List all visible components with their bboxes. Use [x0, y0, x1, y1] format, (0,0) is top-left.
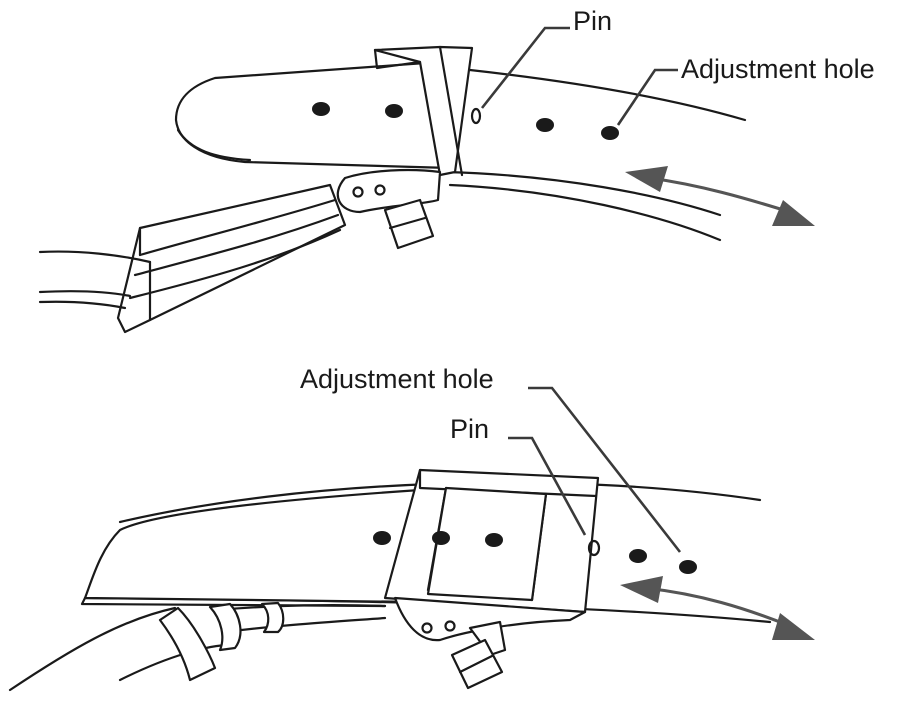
bottom-clasp-rivet-1: [421, 622, 433, 634]
bottom-hole-leader: [528, 386, 682, 553]
bottom-adjust-arrow-line: [644, 586, 791, 628]
top-strap-left-layer-2: [133, 213, 340, 277]
top-clasp-tab-inner: [388, 216, 427, 230]
top-strap-lower-edge: [443, 170, 722, 217]
top-strap-upper-edge: [468, 68, 747, 122]
top-clasp-tab: [383, 198, 435, 250]
bottom-adjustment-hole-label: Adjustment hole: [300, 364, 494, 394]
bottom-lower-loop-2: [208, 602, 242, 652]
top-strap-left-tail-3: [38, 300, 127, 310]
bottom-lower-loop-1: [158, 606, 217, 682]
top-pin-leader: [480, 26, 570, 109]
top-clasp-rivet-1: [352, 186, 364, 198]
bottom-clasp-rivet-2: [444, 620, 456, 632]
top-pin: [470, 107, 482, 125]
top-strap-left-tail-1: [38, 250, 152, 264]
bottom-pin: [587, 539, 601, 557]
top-strap-tongue-inner: [176, 128, 252, 162]
bottom-clasp-tab-inner: [458, 654, 494, 674]
bottom-strap-hole-2: [432, 531, 450, 545]
bottom-adjust-arrow-head-right: [772, 613, 815, 640]
top-adjust-arrow-head-right: [772, 200, 815, 226]
top-strap-hole-3: [536, 118, 554, 132]
top-illustration: Pin Adjustment hole: [38, 6, 875, 334]
bottom-strap-hole-3: [485, 533, 503, 547]
bottom-lower-strap-1: [8, 606, 177, 692]
bottom-lower-loop-3: [260, 601, 285, 634]
top-strap-lower-edge-2: [448, 183, 722, 242]
top-strap-hole-2: [385, 104, 403, 118]
top-adjust-arrow-head-left: [625, 166, 668, 192]
top-strap-left-layer-3: [128, 228, 342, 300]
top-strap-left-bracket: [138, 226, 152, 322]
top-hole-leader: [616, 68, 678, 126]
bottom-strap-hole-1: [373, 531, 391, 545]
bottom-strap-tip: [83, 488, 422, 604]
top-strap-left-tail-2: [38, 290, 132, 298]
top-strap-hole-1: [312, 102, 330, 116]
bottom-strap-hole-4: [629, 549, 647, 563]
top-strap-hole-4: [601, 126, 619, 140]
bottom-adjust-arrow-head-left: [620, 576, 663, 603]
bottom-strap-hole-5: [679, 560, 697, 574]
bottom-lower-strap-3: [213, 603, 387, 612]
top-strap-left-layer-1: [138, 198, 337, 257]
bottom-pin-leader: [508, 436, 587, 536]
top-buckle-frame-bar: [438, 45, 464, 177]
top-adjust-arrow-line: [649, 176, 791, 214]
bottom-pin-label: Pin: [450, 414, 489, 444]
top-clasp-rivet-2: [374, 184, 386, 196]
top-strap-tongue: [174, 60, 452, 170]
bottom-clasp-body: [393, 596, 587, 642]
top-adjustment-hole-label: Adjustment hole: [681, 54, 875, 84]
bottom-illustration: Adjustment hole Pin: [8, 364, 815, 692]
top-buckle-frame-edge: [373, 48, 422, 70]
top-pin-label: Pin: [573, 6, 612, 36]
bottom-lower-strap-4: [223, 616, 387, 634]
